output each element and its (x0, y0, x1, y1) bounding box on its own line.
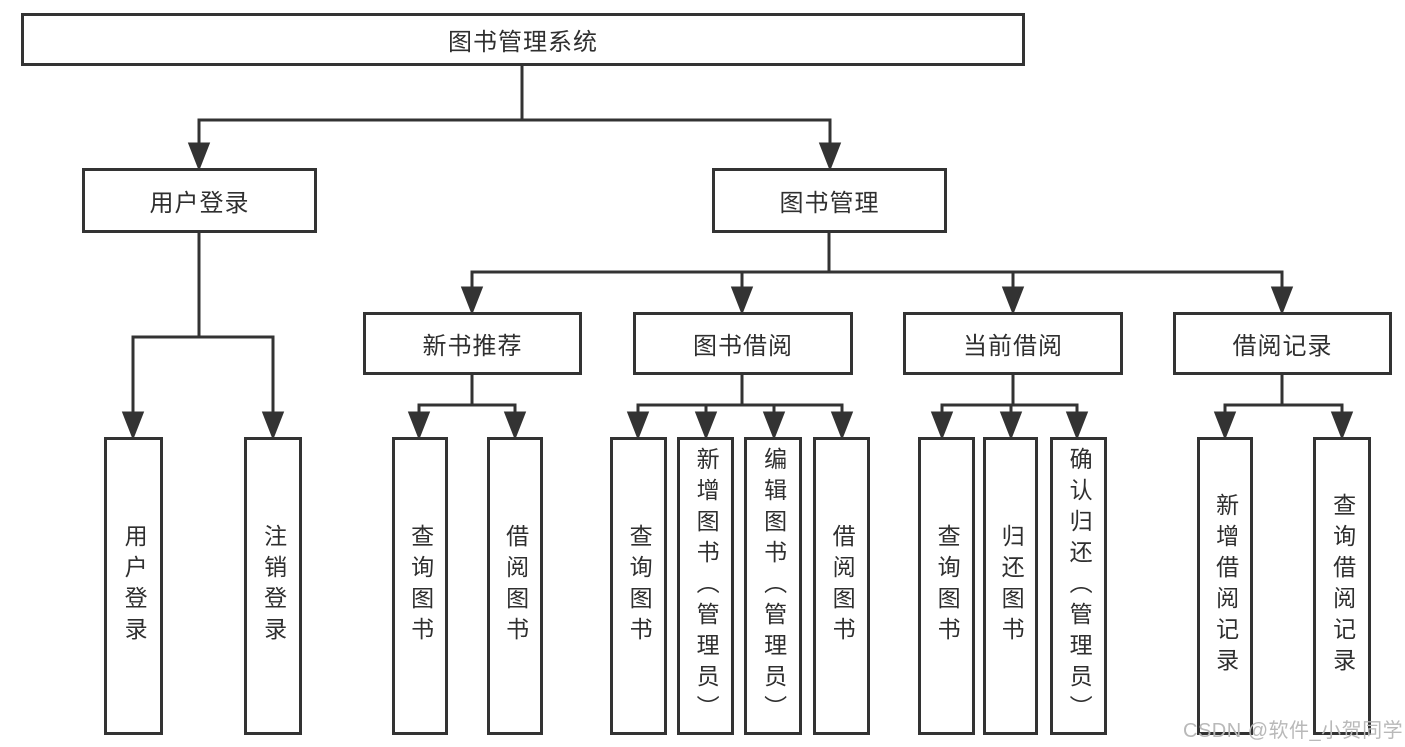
leaf-label: 注销登录 (260, 524, 287, 648)
leaf-user-login: 用户登录 (104, 437, 163, 735)
leaf-query-books-current: 查询图书 (918, 437, 975, 735)
leaf-edit-book-admin: 编辑图书（管理员） (744, 437, 802, 735)
leaf-label: 查询图书 (407, 524, 434, 648)
leaf-label: 查询图书 (934, 524, 961, 648)
leaf-label: 借阅图书 (829, 524, 856, 648)
leaf-label: 确认归还（管理员） (1066, 446, 1093, 726)
leaf-borrow-books: 借阅图书 (813, 437, 870, 735)
leaf-query-borrow-record: 查询借阅记录 (1313, 437, 1371, 735)
node-book-management: 图书管理 (712, 168, 947, 233)
leaf-query-books-recommend: 查询图书 (392, 437, 448, 735)
leaf-borrow-books-recommend: 借阅图书 (487, 437, 543, 735)
node-book-borrow: 图书借阅 (633, 312, 853, 375)
csdn-watermark: CSDN @软件_小贺同学 (1183, 720, 1404, 742)
leaf-label: 借阅图书 (502, 524, 529, 648)
leaf-logout: 注销登录 (244, 437, 302, 735)
node-new-book-recommend: 新书推荐 (363, 312, 582, 375)
leaf-label: 新增借阅记录 (1212, 493, 1239, 679)
leaf-query-books-borrow: 查询图书 (610, 437, 667, 735)
leaf-add-borrow-record: 新增借阅记录 (1197, 437, 1253, 735)
node-current-borrow: 当前借阅 (903, 312, 1123, 375)
node-user-login: 用户登录 (82, 168, 317, 233)
leaf-label: 查询图书 (626, 524, 653, 648)
leaf-confirm-return-admin: 确认归还（管理员） (1050, 437, 1107, 735)
leaf-label: 用户登录 (121, 524, 148, 648)
leaf-return-book: 归还图书 (983, 437, 1038, 735)
leaf-label: 查询借阅记录 (1329, 493, 1356, 679)
leaf-label: 归还图书 (998, 524, 1025, 648)
leaf-label: 编辑图书（管理员） (760, 446, 787, 726)
leaf-label: 新增图书（管理员） (693, 446, 720, 726)
leaf-add-book-admin: 新增图书（管理员） (677, 437, 734, 735)
node-library-system: 图书管理系统 (21, 13, 1025, 66)
node-borrow-records: 借阅记录 (1173, 312, 1392, 375)
